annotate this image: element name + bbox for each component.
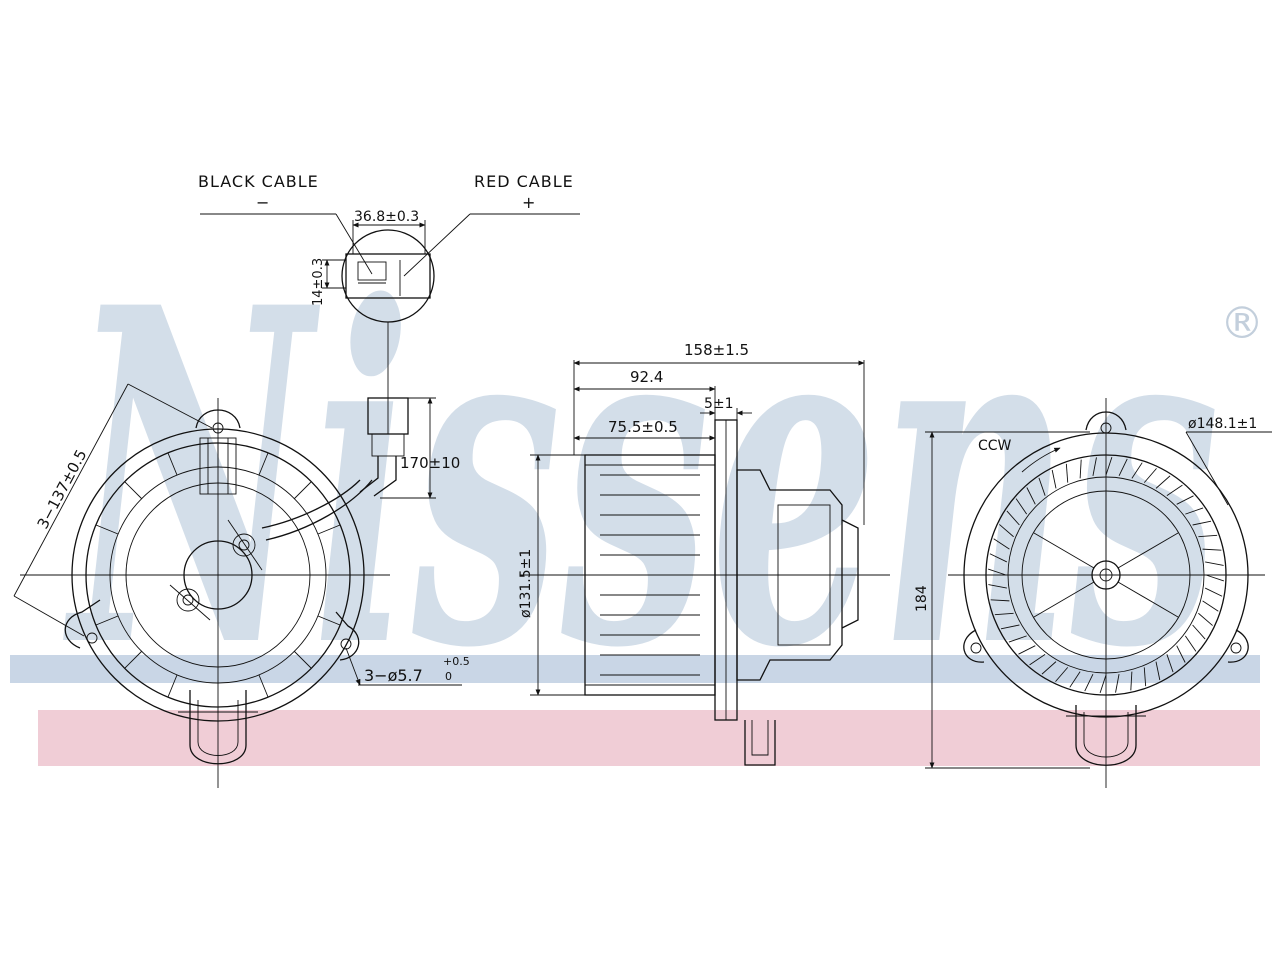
blade-slot	[1051, 469, 1057, 489]
red-cable-label: RED CABLE	[474, 172, 574, 191]
rear-view: CCW ø148.1±1 184	[914, 398, 1272, 788]
blade-slot	[1038, 477, 1046, 496]
height-label: 184	[914, 585, 930, 612]
connector-detail: BLACK CABLE − RED CABLE + 36.8±0.3 14±0.…	[198, 172, 580, 499]
rotation-label: CCW	[978, 438, 1012, 454]
black-cable-label: BLACK CABLE	[198, 172, 319, 191]
housing-diameter-label: ø148.1±1	[1188, 416, 1257, 432]
blade-slot	[1192, 520, 1212, 526]
blade-slot	[1205, 574, 1224, 582]
blade-slot	[1198, 612, 1213, 626]
blade-slot	[1202, 600, 1219, 612]
blade-slot	[1166, 654, 1174, 673]
blade-slot	[1092, 457, 1097, 476]
blade-slot	[1105, 457, 1113, 476]
blade-slot	[1041, 661, 1057, 675]
blade-slot	[1143, 468, 1157, 483]
watermark: Nissens ®	[10, 209, 1264, 766]
mount-hole-callout: 3−ø5.7 +0.5 0	[345, 647, 470, 686]
cable-length-label: 170±10	[400, 454, 460, 472]
blade-slot	[1155, 475, 1171, 489]
blade-slot	[1204, 587, 1223, 597]
watermark-registered-mark: ®	[1220, 298, 1264, 349]
length-92-label: 92.4	[630, 368, 663, 386]
blade-slot	[1029, 653, 1046, 666]
blade-slot	[1185, 507, 1204, 515]
blade-slot	[1192, 624, 1206, 640]
blade-slot	[1130, 671, 1133, 691]
blade-slot	[1118, 458, 1128, 477]
blade-slot	[988, 584, 1007, 589]
blade-slot	[1166, 484, 1183, 497]
blade-slot	[1055, 667, 1069, 682]
blade-slot	[1143, 667, 1147, 687]
side-view: 158±1.5 92.4 5±1 75.5±0.5 ø131.5±1	[518, 341, 890, 766]
wheel-diameter-label: ø131.5±1	[518, 549, 534, 618]
blade-slot	[1006, 510, 1020, 526]
mount-hole-label: 3−ø5.7	[364, 666, 423, 685]
watermark-brand: Nissens	[62, 209, 1220, 749]
blade-slot	[1099, 674, 1107, 693]
blade-slot	[1202, 548, 1222, 551]
blade-slot	[1205, 561, 1224, 566]
length-75-label: 75.5±0.5	[608, 418, 678, 436]
overall-length-label: 158±1.5	[684, 341, 749, 359]
blade-slot	[1079, 459, 1082, 479]
blade-slot	[1065, 463, 1069, 483]
blade-slot	[993, 538, 1010, 550]
blade-slot	[1198, 534, 1218, 538]
black-cable-polarity: −	[256, 193, 269, 212]
blade-slot	[1184, 635, 1197, 652]
blade-slot	[1069, 671, 1081, 688]
mount-hole-tol-lower: 0	[445, 670, 452, 683]
blade-slot	[1015, 498, 1028, 515]
blade-slot	[1131, 462, 1143, 479]
connector-width-label: 36.8±0.3	[354, 209, 419, 225]
blade-slot	[1018, 645, 1036, 655]
blade-slot	[1008, 635, 1027, 643]
blade-slot	[989, 553, 1008, 563]
blade-slot	[1084, 673, 1094, 692]
blade-slot	[994, 612, 1014, 616]
red-cable-polarity: +	[522, 193, 535, 212]
mount-hole-tol-upper: +0.5	[443, 655, 470, 668]
blade-slot	[988, 568, 1007, 576]
blade-slot	[990, 599, 1010, 602]
connector-height-label: 14±0.3	[311, 258, 326, 306]
blade-slot	[1176, 495, 1194, 505]
blade-slot	[1000, 624, 1020, 630]
front-view	[20, 398, 390, 788]
blade-slot	[1026, 487, 1036, 505]
blade-slot	[999, 524, 1014, 538]
offset-5-label: 5±1	[704, 396, 734, 412]
blade-slot	[1176, 645, 1186, 663]
blade-slot	[1155, 661, 1161, 681]
blade-slot	[1115, 674, 1120, 693]
